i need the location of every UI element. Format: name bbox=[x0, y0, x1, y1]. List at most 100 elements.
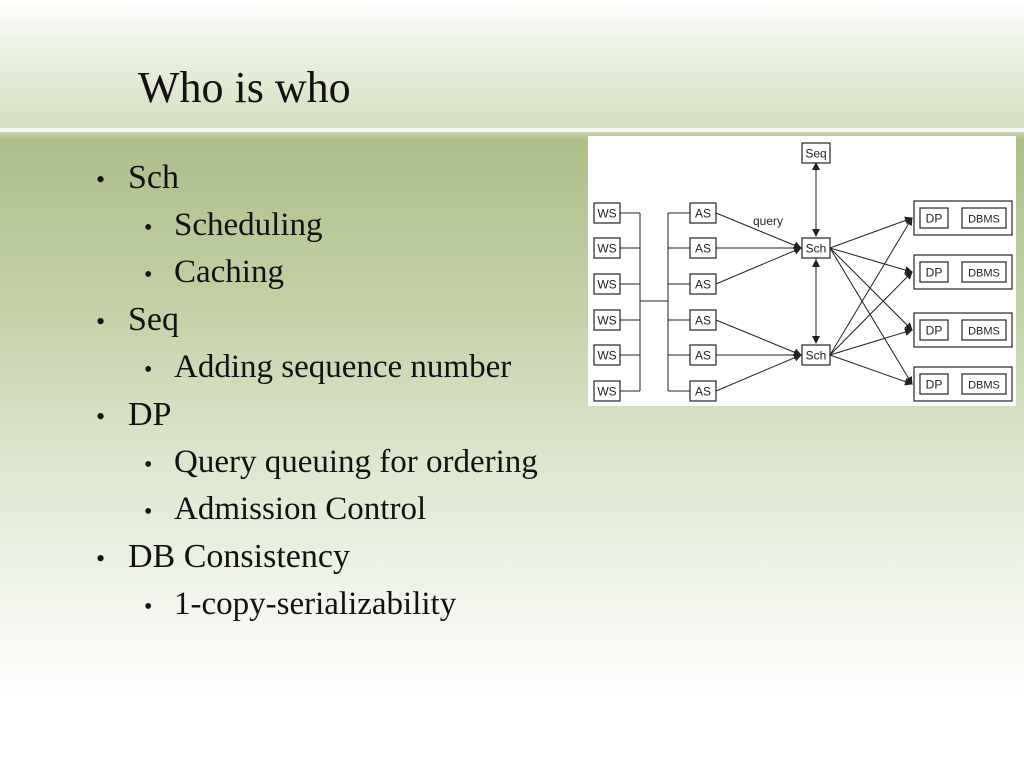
sch-to-dp-arrow bbox=[829, 247, 913, 385]
bullet-item: • DB Consistency bbox=[96, 533, 596, 581]
dp-node-box bbox=[919, 373, 949, 395]
sch-to-dp-arrow bbox=[829, 354, 913, 386]
sub-bullet-text: Adding sequence number bbox=[174, 349, 512, 385]
dp-node-label: DP bbox=[926, 266, 943, 280]
as-to-sch-arrow bbox=[715, 212, 802, 250]
dbms-node-box bbox=[961, 373, 1007, 395]
sub-bullet-item: • Admission Control bbox=[96, 486, 596, 533]
as-node-label: AS bbox=[695, 314, 711, 328]
dp-node: DP bbox=[919, 261, 949, 283]
bullet-marker: • bbox=[144, 499, 153, 525]
bullet-item: • DP bbox=[96, 391, 596, 439]
sub-bullet-item: • Adding sequence number bbox=[96, 344, 596, 391]
sub-bullet-text: Scheduling bbox=[174, 207, 323, 243]
dp-node: DP bbox=[919, 207, 949, 229]
dp-node-box bbox=[919, 319, 949, 341]
ws-node: WS bbox=[593, 380, 621, 402]
as-to-sch-arrow bbox=[715, 319, 802, 357]
bullet-item: • Seq bbox=[96, 296, 596, 344]
dp-node-label: DP bbox=[926, 324, 943, 338]
ws-node-label: WS bbox=[597, 242, 616, 256]
dp-node: DP bbox=[919, 373, 949, 395]
bullet-marker: • bbox=[96, 544, 106, 573]
ws-node: WS bbox=[593, 202, 621, 224]
bullet-marker: • bbox=[96, 307, 106, 336]
sch-node: Sch bbox=[801, 237, 831, 259]
sch-node-label: Sch bbox=[806, 349, 827, 363]
dbms-node-label: DBMS bbox=[968, 268, 1000, 280]
sch-to-dp-arrow bbox=[829, 328, 913, 356]
sch-to-dp-arrow bbox=[829, 271, 913, 356]
dp-node-box bbox=[919, 261, 949, 283]
dbms-node-label: DBMS bbox=[968, 326, 1000, 338]
as-to-sch-arrow bbox=[715, 247, 802, 285]
dbms-node: DBMS bbox=[961, 319, 1007, 341]
ws-node: WS bbox=[593, 273, 621, 295]
as-node: AS bbox=[689, 344, 717, 366]
ws-node-label: WS bbox=[597, 207, 616, 221]
as-node-label: AS bbox=[695, 207, 711, 221]
sub-bullet-text: Caching bbox=[174, 254, 284, 290]
dp-node-label: DP bbox=[926, 212, 943, 226]
dbms-node-label: DBMS bbox=[968, 380, 1000, 392]
seq-node-label: Seq bbox=[805, 147, 826, 161]
sch-node-label: Sch bbox=[806, 242, 827, 256]
dp-node-label: DP bbox=[926, 378, 943, 392]
ws-node: WS bbox=[593, 309, 621, 331]
bullet-text: DB Consistency bbox=[128, 538, 350, 575]
bullet-list: • Sch • Scheduling • Caching • Seq • Add… bbox=[96, 154, 596, 628]
bullet-marker: • bbox=[144, 357, 153, 383]
ws-node: WS bbox=[593, 344, 621, 366]
dbms-node-box bbox=[961, 319, 1007, 341]
as-node: AS bbox=[689, 202, 717, 224]
title-divider bbox=[0, 128, 1024, 132]
bullet-marker: • bbox=[144, 215, 153, 241]
sub-bullet-item: • Scheduling bbox=[96, 202, 596, 249]
ws-node-label: WS bbox=[597, 314, 616, 328]
bullet-marker: • bbox=[144, 594, 153, 620]
dp-node-box bbox=[919, 207, 949, 229]
sch-to-dp-arrow bbox=[829, 216, 913, 249]
dbms-node-label: DBMS bbox=[968, 214, 1000, 226]
dbms-node-box bbox=[961, 207, 1007, 229]
dbms-node: DBMS bbox=[961, 261, 1007, 283]
sub-bullet-text: 1-copy-serializability bbox=[174, 586, 457, 622]
ws-node-label: WS bbox=[597, 278, 616, 292]
bullet-text: DP bbox=[128, 396, 172, 433]
as-node-label: AS bbox=[695, 278, 711, 292]
bullet-marker: • bbox=[144, 262, 153, 288]
as-node-label: AS bbox=[695, 349, 711, 363]
ws-node-label: WS bbox=[597, 385, 616, 399]
sch-to-dp-arrow bbox=[829, 247, 913, 331]
sch-to-dp-arrow bbox=[829, 217, 913, 356]
sch-node: Sch bbox=[801, 344, 831, 366]
ws-node-label: WS bbox=[597, 349, 616, 363]
dbms-node: DBMS bbox=[961, 207, 1007, 229]
sub-bullet-item: • Query queuing for ordering bbox=[96, 439, 596, 486]
dbms-node: DBMS bbox=[961, 373, 1007, 395]
sch-to-dp-arrow bbox=[829, 247, 913, 274]
sub-bullet-text: Query queuing for ordering bbox=[174, 444, 538, 480]
bullet-item: • Sch bbox=[96, 154, 596, 202]
as-node-label: AS bbox=[695, 242, 711, 256]
sub-bullet-item: • Caching bbox=[96, 249, 596, 296]
as-node: AS bbox=[689, 237, 717, 259]
query-label: query bbox=[753, 214, 783, 228]
ws-node: WS bbox=[593, 237, 621, 259]
sub-bullet-item: • 1-copy-serializability bbox=[96, 581, 596, 628]
as-to-sch-arrow bbox=[715, 354, 802, 392]
bullet-marker: • bbox=[144, 452, 153, 478]
bullet-marker: • bbox=[96, 165, 106, 194]
slide-title: Who is who bbox=[138, 63, 351, 112]
dbms-node-box bbox=[961, 261, 1007, 283]
as-node: AS bbox=[689, 273, 717, 295]
bullet-text: Seq bbox=[128, 301, 179, 338]
as-node: AS bbox=[689, 380, 717, 402]
sub-bullet-text: Admission Control bbox=[174, 491, 427, 527]
bullet-text: Sch bbox=[128, 159, 179, 196]
dp-node: DP bbox=[919, 319, 949, 341]
as-node: AS bbox=[689, 309, 717, 331]
as-node-label: AS bbox=[695, 385, 711, 399]
